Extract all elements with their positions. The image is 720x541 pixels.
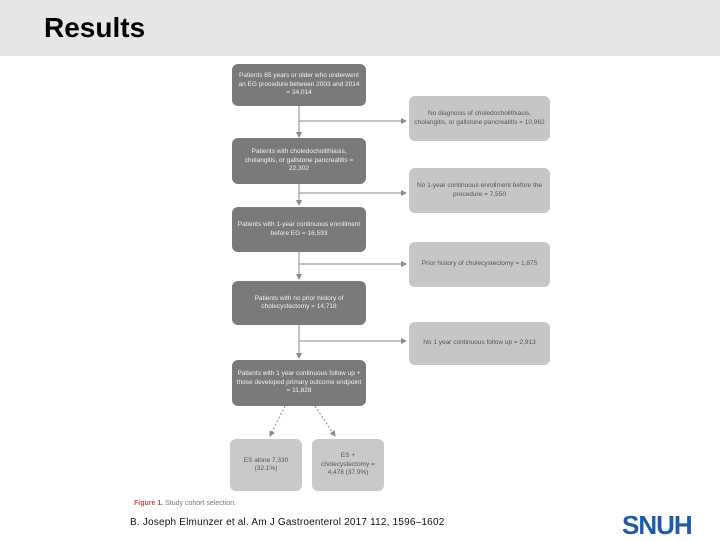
flow-box-enrollment: Patients with 1-year continuous enrollme… xyxy=(232,207,366,252)
flow-box-exclusion-prior-cholecystectomy: Prior history of cholecystectomy = 1,875 xyxy=(409,242,550,287)
figure-caption-label: Figure 1. xyxy=(134,500,164,507)
flow-box-es-cholecystectomy: ES + cholecystectomy = 4,478 (37.9%) xyxy=(312,439,384,491)
flow-box-exclusion-follow-up: No 1 year continuous follow up = 2,913 xyxy=(409,322,550,365)
figure-caption: Figure 1. Study cohort selection. xyxy=(134,500,236,507)
snuh-logo: SNUH xyxy=(622,510,693,540)
citation: B. Joseph Elmunzer et al. Am J Gastroent… xyxy=(130,517,445,528)
outcome-arrow xyxy=(269,405,286,437)
flow-box-exclusion-diagnosis: No diagnosis of choledocholithiasis, cho… xyxy=(409,96,550,141)
flow-box-es-alone: ES alone 7,330 (32.1%) xyxy=(230,439,302,491)
outcome-arrow xyxy=(314,405,336,437)
slide-title: Results xyxy=(44,12,146,43)
flow-box-final-cohort: Patients with 1 year continuous follow u… xyxy=(232,360,366,406)
flow-box-exclusion-enrollment: No 1-year continuous enrollment before t… xyxy=(409,168,550,213)
title-bar xyxy=(0,0,720,56)
flow-box-biliary-diagnosis: Patients with choledocholithiasis, chola… xyxy=(232,138,366,184)
figure-caption-text: Study cohort selection. xyxy=(165,500,236,507)
flow-box-initial-cohort: Patients 65 years or older who underwent… xyxy=(232,64,366,106)
flow-box-no-cholecystectomy: Patients with no prior history of cholec… xyxy=(232,281,366,325)
